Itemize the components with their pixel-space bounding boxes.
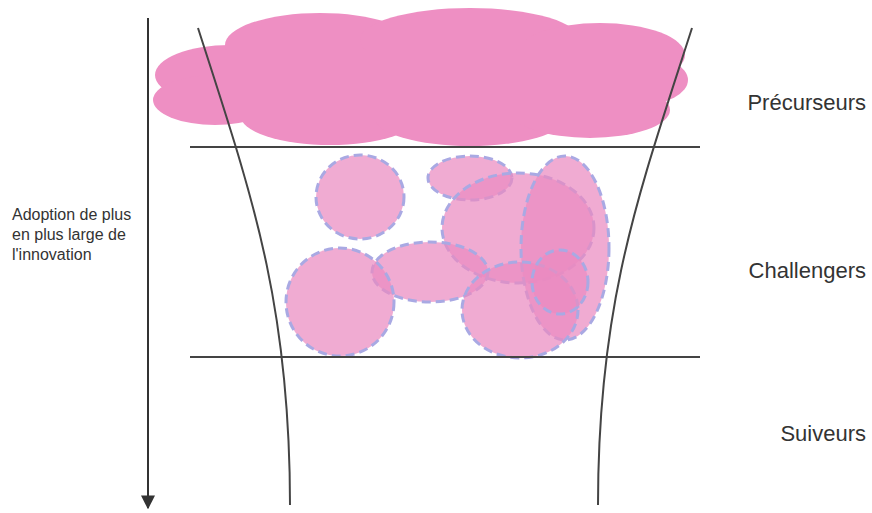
band-label: Précurseurs (747, 90, 866, 116)
band-separator (190, 147, 700, 357)
band-label: Suiveurs (780, 421, 866, 447)
challenger-circles (286, 155, 609, 358)
precursor-cloud (153, 8, 688, 146)
adoption-arrow (147, 18, 149, 508)
axis-label: Adoption de plus en plus large de l'inno… (12, 205, 134, 265)
band-label: Challengers (749, 258, 866, 284)
funnel-outline (198, 28, 692, 505)
